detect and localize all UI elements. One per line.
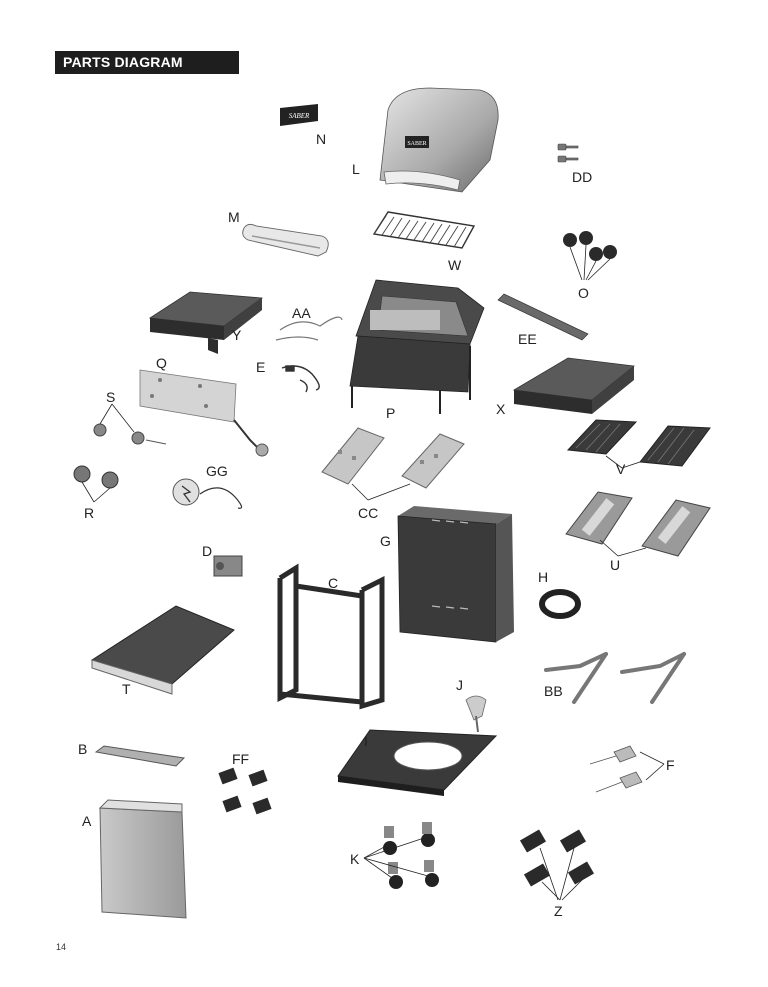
part-n-logo-badge: SABER xyxy=(280,104,318,126)
part-k-casters xyxy=(363,822,439,889)
label-r: R xyxy=(84,505,94,521)
hood-brand-text: SABER xyxy=(407,141,426,147)
label-y: Y xyxy=(232,327,242,343)
part-b-bracket xyxy=(94,745,186,767)
label-b: B xyxy=(78,741,87,757)
part-p-firebox xyxy=(349,279,485,414)
part-z-brackets xyxy=(519,829,595,901)
label-c: C xyxy=(328,575,338,591)
label-s: S xyxy=(106,389,115,405)
label-gg: GG xyxy=(206,463,228,479)
label-v: V xyxy=(616,461,626,477)
part-g-back-panel xyxy=(397,506,514,643)
label-h: H xyxy=(538,569,548,585)
label-l: L xyxy=(352,161,360,177)
part-w-warming-rack xyxy=(372,211,476,249)
label-m: M xyxy=(228,209,240,225)
part-aa-ignitor-wire xyxy=(275,316,343,341)
part-s-knob-bezels xyxy=(93,403,167,445)
part-t-drip-tray xyxy=(90,605,235,695)
part-l-hood: SABER xyxy=(379,87,499,193)
part-h-cup-holder xyxy=(539,589,581,619)
label-cc: CC xyxy=(358,505,378,521)
label-x: X xyxy=(496,401,506,417)
label-a: A xyxy=(82,813,92,829)
label-ee: EE xyxy=(518,331,537,347)
label-i: I xyxy=(364,733,368,749)
label-p: P xyxy=(386,405,395,421)
part-v-cooking-grates xyxy=(566,419,711,469)
part-j-hook xyxy=(465,695,487,733)
label-e: E xyxy=(256,359,265,375)
brand-text: SABER xyxy=(289,112,310,120)
label-n: N xyxy=(316,131,326,147)
label-j: J xyxy=(456,677,463,693)
label-w: W xyxy=(448,257,462,273)
part-c-cart-frame xyxy=(277,563,385,710)
label-ff: FF xyxy=(232,751,249,767)
part-y-left-shelf xyxy=(148,291,264,354)
label-q: Q xyxy=(156,355,167,371)
part-ff-clips xyxy=(218,767,272,815)
label-d: D xyxy=(202,543,212,559)
part-d-regulator xyxy=(213,555,243,577)
part-dd-screws xyxy=(557,143,579,163)
part-m-handle xyxy=(242,223,329,257)
part-i-bottom-shelf xyxy=(337,729,498,796)
part-a-door xyxy=(98,799,187,919)
part-cc-heat-tents xyxy=(321,427,465,501)
label-k: K xyxy=(350,851,360,867)
part-labels: N L DD M W O AA Y EE Q E S P X GG V R CC… xyxy=(78,131,675,919)
label-f: F xyxy=(666,757,675,773)
part-bb-cart-braces xyxy=(544,652,686,704)
label-u: U xyxy=(610,557,620,573)
part-gg-igniter-module xyxy=(172,478,243,509)
part-q-control-panel xyxy=(139,369,269,457)
part-ee-rail xyxy=(497,293,589,341)
label-t: T xyxy=(122,681,131,697)
label-g: G xyxy=(380,533,391,549)
part-e-ignitor-cable xyxy=(281,365,320,393)
part-r-control-knobs xyxy=(73,465,119,503)
label-aa: AA xyxy=(292,305,311,321)
part-f-clamps xyxy=(589,745,665,793)
part-o-control-knobs xyxy=(563,231,617,281)
part-x-right-shelf xyxy=(512,357,635,414)
label-dd: DD xyxy=(572,169,592,185)
page-title: PARTS DIAGRAM xyxy=(55,51,239,74)
label-z: Z xyxy=(554,903,563,919)
part-u-burners xyxy=(565,491,711,557)
page-number: 14 xyxy=(56,942,67,952)
label-bb: BB xyxy=(544,683,563,699)
label-o: O xyxy=(578,285,589,301)
